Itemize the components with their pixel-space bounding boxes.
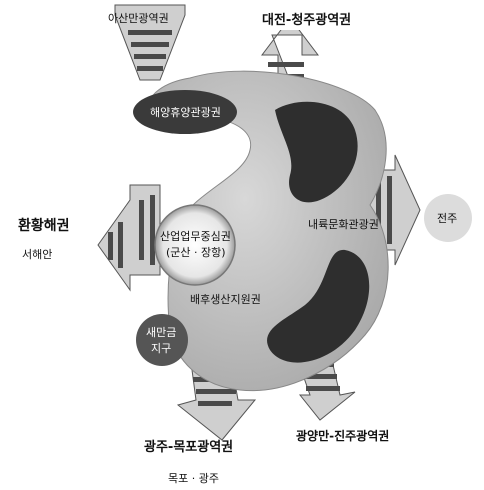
label-hwanghae-rim: 환황해권: [18, 217, 70, 234]
label-industrial-core-1: 산업업무중심권: [160, 230, 231, 243]
label-saemangeum-1: 새만금: [146, 326, 176, 339]
label-inland-culture: 내륙문화관광권: [308, 218, 379, 231]
label-marine-tourism: 해양휴양관광권: [150, 105, 221, 119]
label-jeonju: 전주: [437, 212, 457, 225]
label-mokpo-gwangju: 목포 · 광주: [168, 472, 219, 485]
label-gwangju-mokpo: 광주-목포광역권: [144, 439, 233, 455]
label-gwangyang-jinju: 광양만-진주광역권: [296, 428, 389, 443]
label-west-sea: 서해안: [22, 247, 52, 261]
label-daejeon-cheongju: 대전-청주광역권: [262, 12, 351, 28]
label-support-production: 배후생산지원권: [190, 293, 261, 306]
label-industrial-core-2: (군산 · 장항): [166, 246, 226, 259]
label-asan-bay: 아산만광역권: [108, 12, 169, 25]
industrial-core-circle: [155, 205, 235, 285]
arrow-west: [98, 185, 160, 290]
label-saemangeum-2: 지구: [151, 342, 171, 355]
saemangeum-circle: [136, 314, 188, 366]
